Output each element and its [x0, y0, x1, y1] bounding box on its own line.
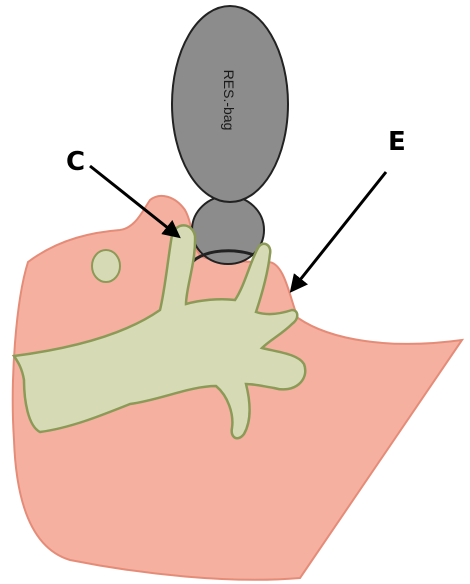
label-c: C: [66, 147, 85, 177]
bag-label: RES.-bag: [221, 70, 237, 131]
arrow-e: [292, 172, 386, 290]
chin-bump: [92, 250, 120, 282]
label-e: E: [388, 127, 406, 157]
